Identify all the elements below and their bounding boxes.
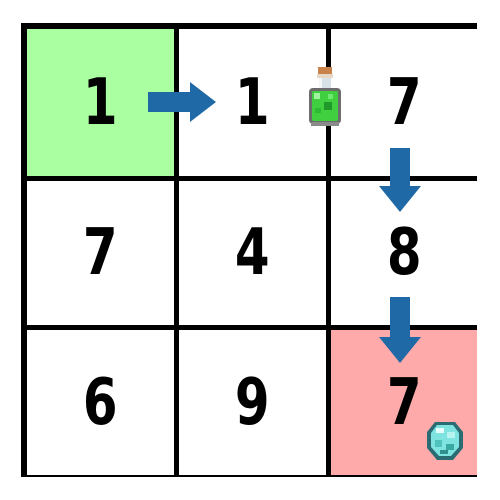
- cell-number: 4: [235, 216, 270, 290]
- grid-cell[interactable]: 7: [27, 181, 174, 325]
- arrow-shape: [148, 82, 216, 122]
- diamond-icon: [427, 422, 463, 460]
- cell-number: 7: [386, 65, 422, 140]
- cell-number: 1: [235, 65, 270, 140]
- arrow-down-icon: [379, 148, 421, 212]
- game-grid: 1 1 7 7 4 8 6 9 7: [21, 23, 477, 477]
- cell-number: 6: [83, 365, 118, 440]
- cell-number: 8: [386, 216, 422, 290]
- arrow-shape: [379, 148, 421, 212]
- grid-cell[interactable]: 9: [179, 330, 326, 475]
- cell-number: 9: [235, 365, 270, 440]
- cell-number: 1: [83, 65, 118, 140]
- grid-cell[interactable]: 4: [179, 181, 326, 325]
- arrow-down-icon: [379, 297, 421, 363]
- cell-number: 7: [386, 365, 422, 440]
- arrow-right-icon: [148, 82, 216, 122]
- grid-cell[interactable]: 6: [27, 330, 174, 475]
- green-potion-icon: [309, 67, 341, 126]
- arrow-shape: [379, 297, 421, 363]
- cell-number: 7: [83, 216, 118, 290]
